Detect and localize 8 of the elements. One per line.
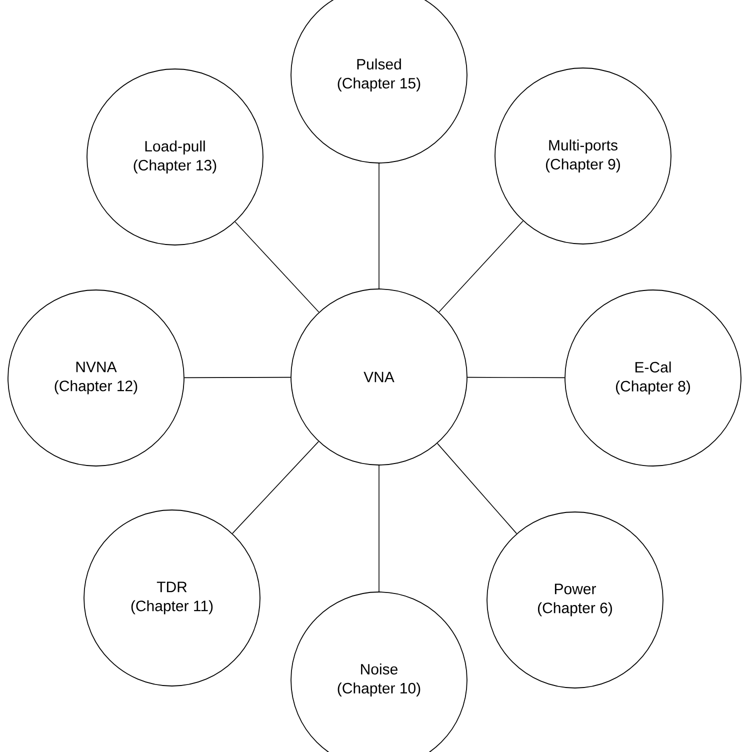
connector-line [378, 163, 380, 289]
connector-line [378, 465, 380, 592]
connector-line [184, 376, 291, 378]
connector-line [234, 221, 320, 313]
connector-line [232, 441, 319, 534]
connector-line [437, 443, 517, 534]
connector-line [438, 220, 524, 312]
connector-line [467, 376, 565, 378]
